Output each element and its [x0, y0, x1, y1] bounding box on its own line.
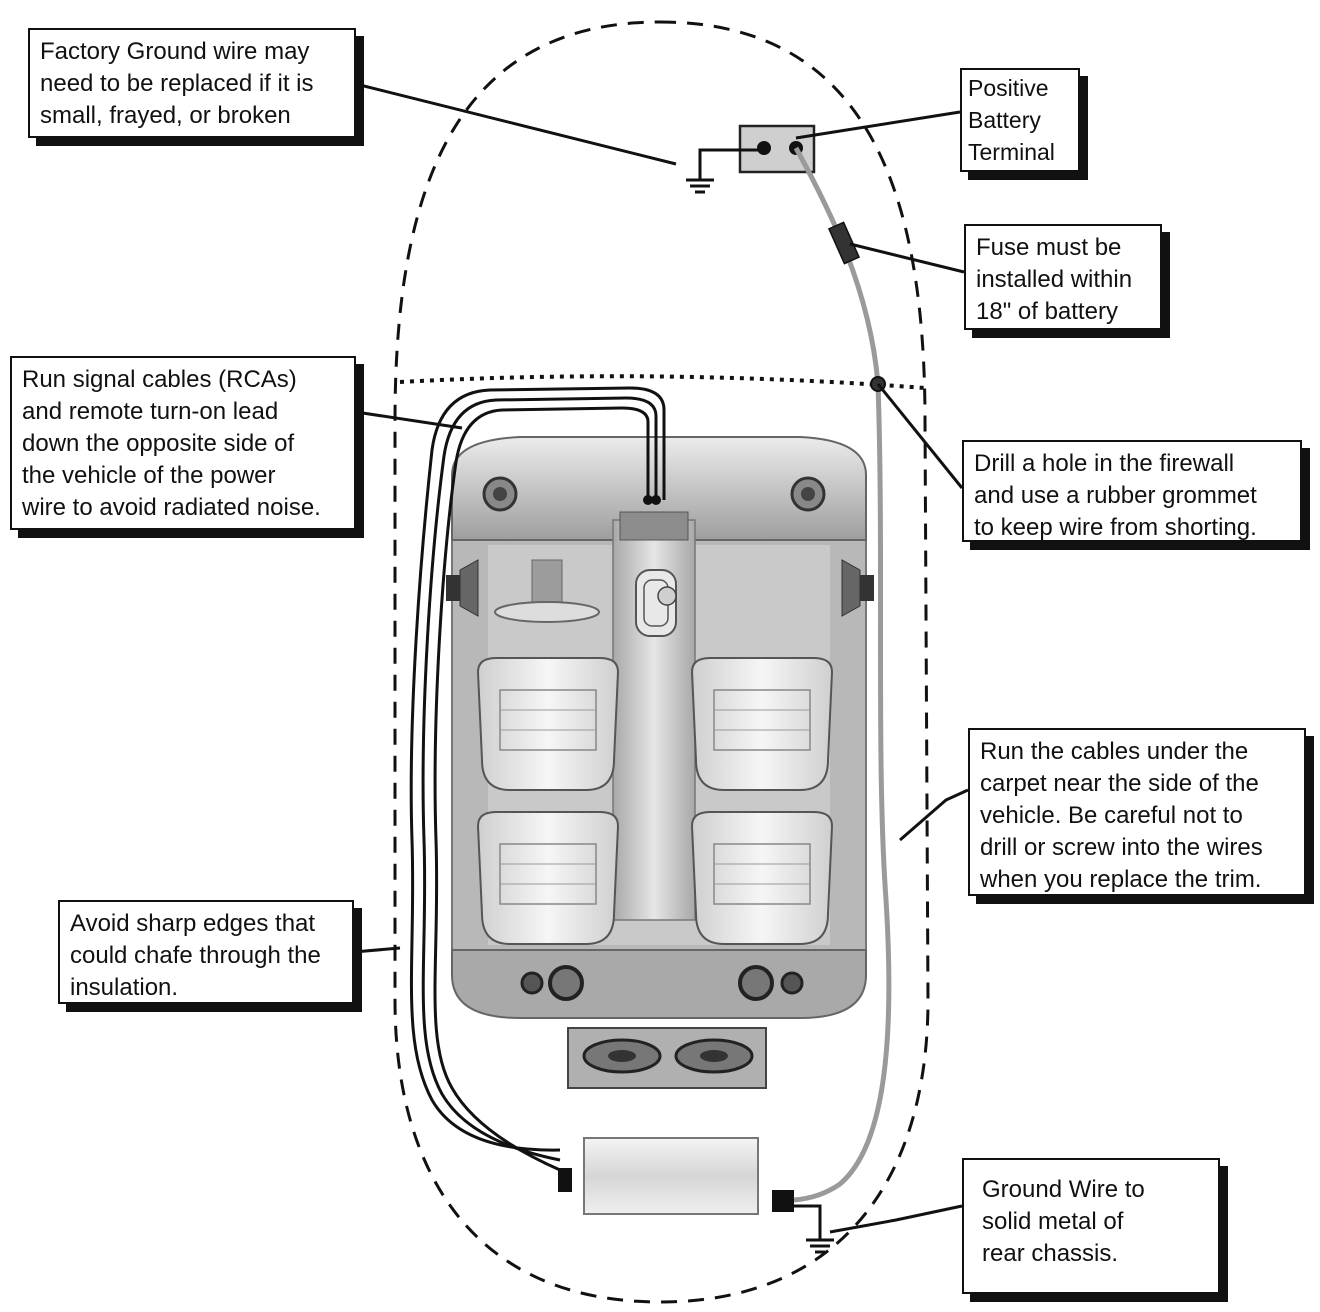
leader-lines: [353, 82, 969, 1234]
front-right-seat: [690, 657, 834, 791]
amplifier: [558, 1137, 794, 1215]
callout-drill-firewall: Drill a hole in the firewall and use a r…: [962, 440, 1302, 542]
fuse: [827, 221, 861, 265]
callout-run-cables: Run the cables under the carpet near the…: [968, 728, 1306, 896]
cabin-interior: [446, 436, 874, 1019]
signal-cables: [409, 386, 666, 1172]
rear-left-seat: [476, 811, 620, 945]
factory-ground-symbol: [686, 148, 758, 194]
rear-right-seat: [690, 811, 834, 945]
vehicle-outline: [393, 20, 930, 1304]
firewall-line: [399, 374, 926, 390]
callout-rear-ground-wire: Ground Wire to solid metal of rear chass…: [962, 1158, 1220, 1294]
rear-ground-symbol: [794, 1204, 834, 1254]
power-wire: [793, 146, 892, 1203]
front-left-seat: [476, 657, 620, 791]
subwoofer-box: [567, 1027, 767, 1089]
callout-fuse: Fuse must be installed within 18" of bat…: [964, 224, 1162, 330]
callout-positive-battery-terminal: Positive Battery Terminal: [960, 68, 1080, 172]
callout-sharp-edges: Avoid sharp edges that could chafe throu…: [58, 900, 354, 1004]
callout-factory-ground-wire: Factory Ground wire may need to be repla…: [28, 28, 356, 138]
callout-signal-cables: Run signal cables (RCAs) and remote turn…: [10, 356, 356, 530]
